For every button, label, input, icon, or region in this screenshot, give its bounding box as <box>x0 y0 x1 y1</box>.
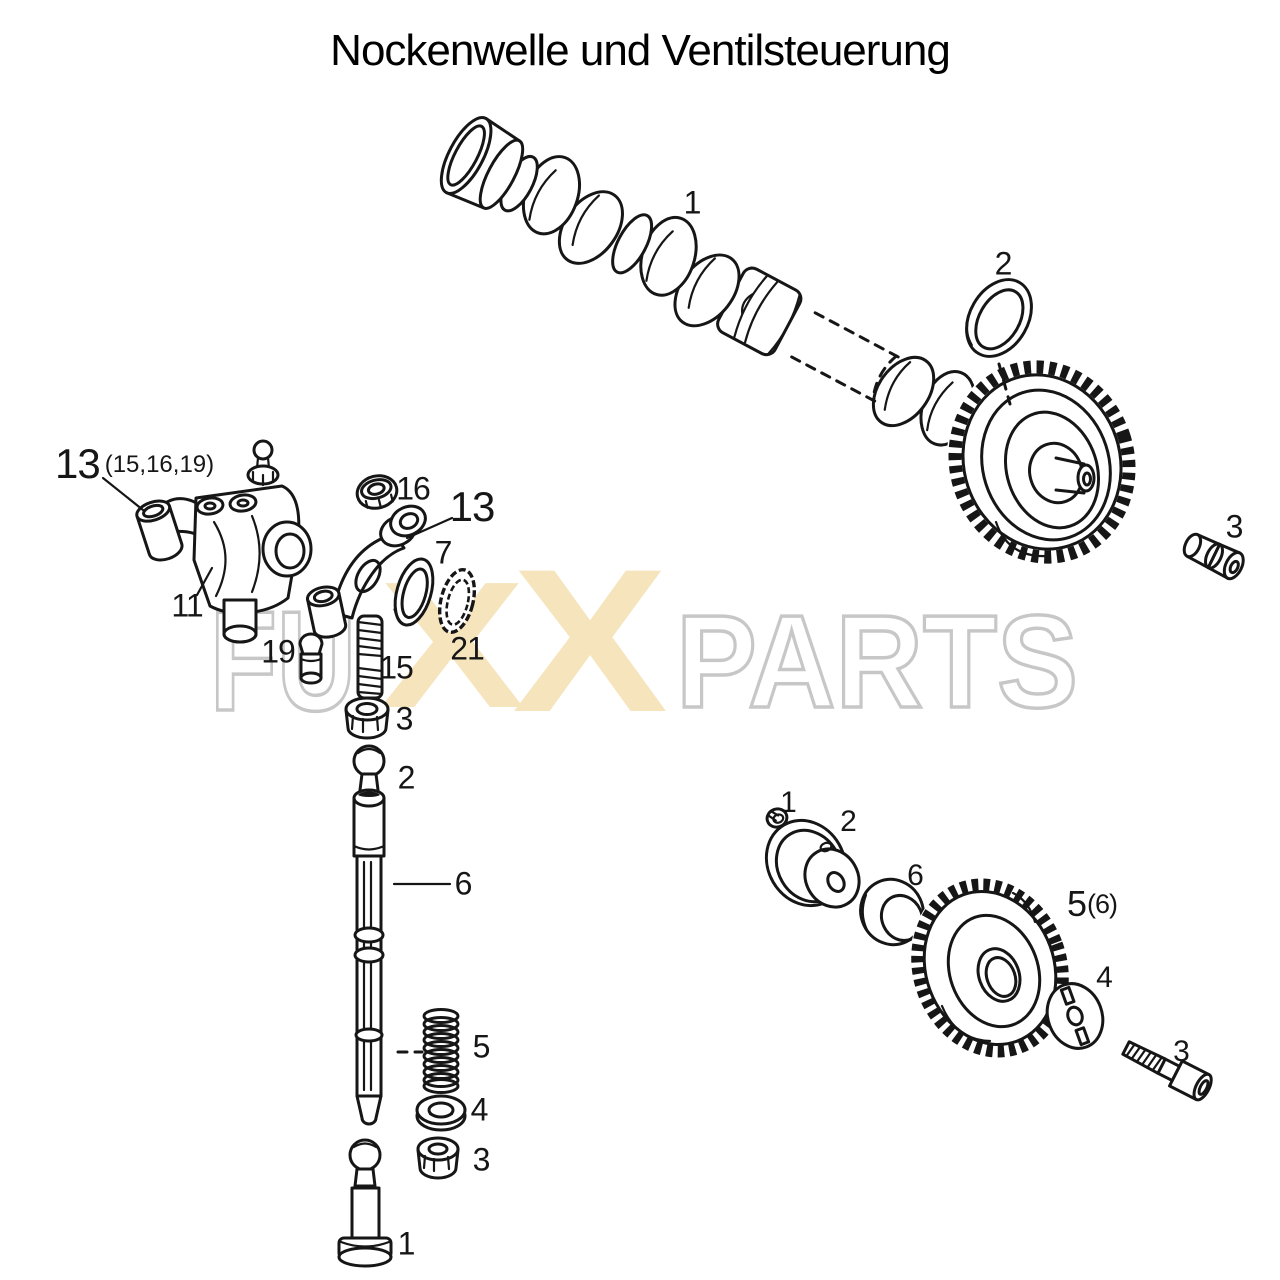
seal-ring-leader-line <box>997 362 1012 406</box>
pushrod-drawing <box>352 744 386 1126</box>
label-plug: 3 <box>1225 508 1244 545</box>
label-rod: 6 <box>454 865 473 902</box>
label-bushing: 6 <box>907 859 924 892</box>
stud15-drawing <box>356 614 384 700</box>
label-rocker-assembly-number: 13 <box>55 440 101 487</box>
cap19-drawing <box>298 632 324 685</box>
washer4-drawing <box>415 1094 467 1132</box>
label-thrust-plate: 4 <box>1096 961 1113 994</box>
hub-drawing <box>764 818 861 909</box>
label-nut3-bottom: 3 <box>472 1141 491 1178</box>
label-rocker-assembly-refs: (15,16,19) <box>104 451 215 478</box>
label-rocker-assembly: 13 (15,16,19) <box>55 440 214 488</box>
leader-lines <box>101 476 454 1054</box>
thrust-plate-drawing <box>1045 982 1105 1050</box>
label-seal-ring: 2 <box>994 245 1013 282</box>
nut3b-drawing <box>416 1136 460 1180</box>
label-nut16: 16 <box>396 470 431 507</box>
label-spring: 5 <box>472 1028 491 1065</box>
label-hub: 2 <box>840 805 857 838</box>
rocker-bracket-drawing <box>135 439 313 644</box>
label-cap19: 19 <box>261 633 296 670</box>
watermark-x2: X <box>512 527 668 755</box>
camshaft-gear-drawing <box>946 358 1138 566</box>
clip-drawing <box>765 807 789 829</box>
label-nut3-rocker: 3 <box>395 700 414 737</box>
idler-gear-drawing <box>910 877 1070 1059</box>
spring-drawing <box>422 1008 460 1094</box>
washer7-drawing <box>393 557 435 627</box>
label-washer7: 7 <box>434 534 453 571</box>
label-bolt: 3 <box>1173 1035 1190 1068</box>
tappet-drawing <box>337 1138 393 1268</box>
page-title: Nockenwelle und Ventilsteuerung <box>330 26 951 75</box>
label-idler-gear: 5 (6) <box>1066 883 1118 925</box>
bolt-drawing <box>1121 1040 1213 1102</box>
plug-drawing <box>1182 532 1245 581</box>
label-camshaft: 1 <box>683 184 702 221</box>
label-clip: 1 <box>780 786 797 819</box>
label-tappet: 1 <box>397 1225 416 1262</box>
label-idler-gear-number: 5 <box>1066 883 1087 924</box>
label-bracket11: 11 <box>171 587 203 624</box>
label-idler-gear-alt: (6) <box>1087 888 1118 919</box>
label-stud15: 15 <box>379 649 414 686</box>
label-washer4: 4 <box>470 1091 489 1128</box>
lock-washer21-drawing <box>437 568 477 634</box>
nut3a-drawing <box>344 696 390 740</box>
bushing-drawing <box>859 877 925 947</box>
label-lock-washer21: 21 <box>450 630 485 667</box>
seal-ring-drawing <box>965 278 1033 358</box>
label-ball-cup: 2 <box>397 759 416 796</box>
nut16-drawing <box>355 474 399 510</box>
label-rocker-arm: 13 <box>449 483 496 530</box>
watermark-parts: PARTS <box>676 588 1078 735</box>
